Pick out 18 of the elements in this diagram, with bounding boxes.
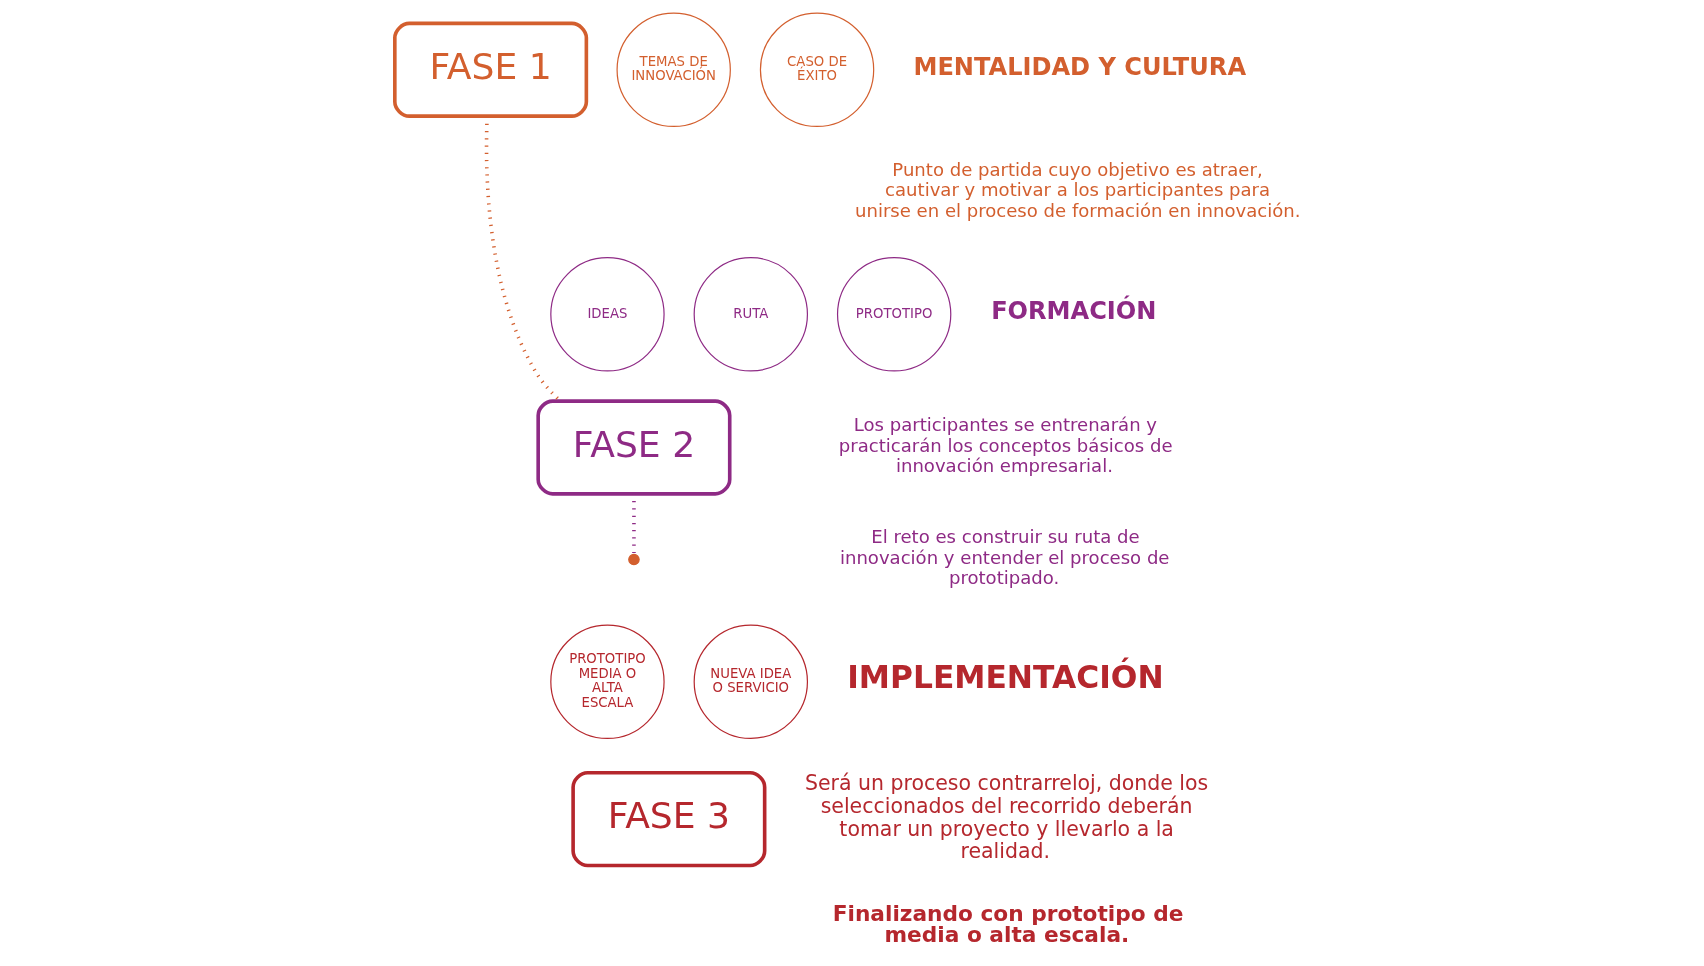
node-box: FASE 1 [393, 21, 589, 118]
node-circle: PROTOTIPO MEDIA O ALTA ESCALA [550, 624, 665, 739]
label: El reto es construir su ruta de innovación y entender el proceso de prototipado. [839, 526, 1170, 589]
node-circle: RUTA [693, 257, 809, 372]
label: FORMACIÓN [991, 297, 1157, 326]
label: IMPLEMENTACIÓN [847, 659, 1164, 696]
node-circle: TEMAS DE INNOVACIÓN [616, 12, 731, 127]
label: Punto de partida cuyo objetivo es atraer, cautivar y motivar a los participantes para unirse en el proceso de formación en innovación. [855, 158, 1301, 221]
node-circle: NUEVA IDEA O SERVICIO [693, 624, 809, 739]
label: Será un proceso contrarreloj, donde los seleccionados del recorrido deberán tomar un proyecto y llevarlo a la realidad. [805, 770, 1209, 864]
label: Los participantes se entrenarán y practicarán los conceptos básicos de innovación empresarial. [838, 414, 1173, 477]
node-box: FASE 3 [571, 770, 767, 868]
label: MENTALIDAD Y CULTURA [913, 52, 1247, 81]
node-circle: CASO DE ÉXITO [759, 12, 875, 127]
node-box: FASE 2 [536, 399, 732, 496]
node-circle: IDEAS [550, 257, 665, 372]
label: Finalizando con prototipo de media o alta escala. [832, 900, 1184, 948]
node-circle: PROTOTIPO [836, 257, 952, 372]
